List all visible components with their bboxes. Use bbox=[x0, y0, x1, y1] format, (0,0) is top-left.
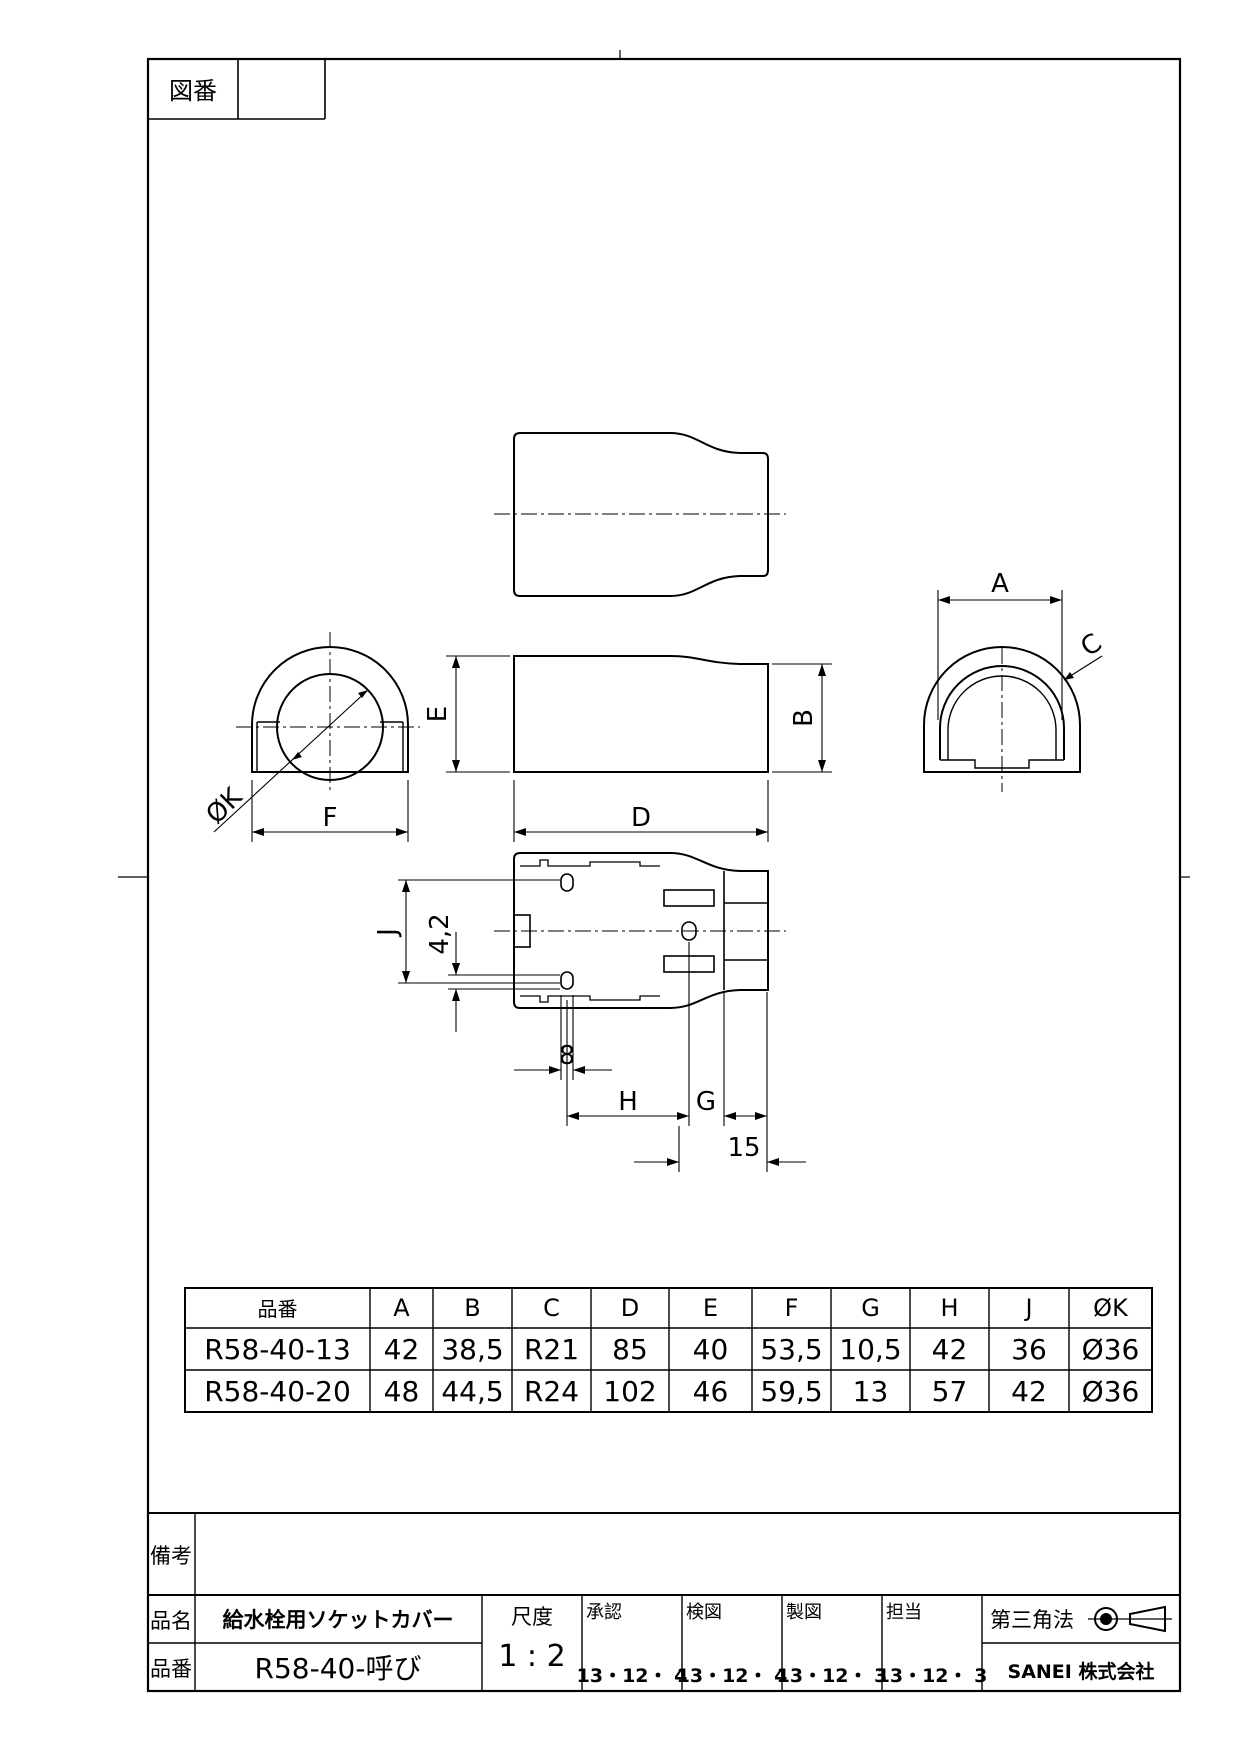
table-cell: 36 bbox=[1011, 1333, 1047, 1366]
front-view bbox=[513, 655, 769, 773]
table-cell: R58-40-20 bbox=[204, 1375, 351, 1408]
dim-label-A: A bbox=[991, 569, 1009, 599]
table-cell: Ø36 bbox=[1082, 1333, 1140, 1366]
centering-marks bbox=[118, 50, 1190, 878]
table-header-cell: J bbox=[1023, 1294, 1032, 1322]
draft-date: 13・12・ 3 bbox=[777, 1665, 888, 1687]
dim-label-B: B bbox=[789, 709, 819, 727]
check-date: 13・12・ 4 bbox=[677, 1665, 788, 1687]
product-number: R58-40-呼び bbox=[255, 1652, 422, 1685]
dim-label-G: G bbox=[696, 1087, 716, 1117]
table-cell: 42 bbox=[1011, 1375, 1047, 1408]
table-cell: R21 bbox=[524, 1333, 579, 1366]
table-header-cell: B bbox=[464, 1294, 480, 1322]
table-cell: 42 bbox=[932, 1333, 968, 1366]
table-header-cell: H bbox=[940, 1294, 958, 1322]
scale-label: 尺度 bbox=[511, 1605, 553, 1629]
top-view bbox=[494, 432, 786, 597]
table-header-cell: D bbox=[621, 1294, 639, 1322]
draft-label: 製図 bbox=[786, 1602, 822, 1623]
right-side-view bbox=[923, 646, 1081, 792]
remarks-label: 備考 bbox=[150, 1544, 192, 1568]
table-cell: Ø36 bbox=[1082, 1375, 1140, 1408]
table-cell: 42 bbox=[384, 1333, 420, 1366]
table-cell: 85 bbox=[612, 1333, 648, 1366]
approval-date: 13・12・ 4 bbox=[577, 1665, 688, 1687]
table-cell: 38,5 bbox=[441, 1333, 503, 1366]
product-name: 給水栓用ソケットカバー bbox=[223, 1608, 454, 1632]
table-cell: R58-40-13 bbox=[204, 1333, 351, 1366]
name-label: 品名 bbox=[150, 1609, 192, 1633]
left-side-view bbox=[236, 632, 420, 792]
table-header-cell: E bbox=[703, 1294, 718, 1322]
dimension-table: 品番 A B C D E F G H J ØK R58-40-13 42 38,5 R21 85 40 53,5 1… bbox=[184, 1287, 1153, 1413]
drawing-number-box: 図番 bbox=[148, 59, 326, 120]
approval-label: 承認 bbox=[586, 1602, 622, 1623]
table-header-cell: F bbox=[785, 1294, 799, 1322]
table-header-cell: 品番 bbox=[258, 1297, 298, 1321]
dim-label-8: 8 bbox=[559, 1041, 576, 1071]
dim-label-E: E bbox=[423, 706, 453, 722]
dim-label-J: J bbox=[373, 928, 403, 938]
table-cell: 46 bbox=[693, 1375, 729, 1408]
dim-label-C: C bbox=[1075, 628, 1107, 663]
table-cell: 57 bbox=[932, 1375, 968, 1408]
check-label: 検図 bbox=[686, 1602, 722, 1623]
table-header-cell: C bbox=[543, 1294, 560, 1322]
dim-label-4-2: 4,2 bbox=[425, 913, 455, 954]
scale-value: 1 : 2 bbox=[498, 1639, 565, 1674]
company-name: SANEI 株式会社 bbox=[1008, 1660, 1155, 1683]
table-header-cell: G bbox=[861, 1294, 880, 1322]
table-cell: 40 bbox=[693, 1333, 729, 1366]
table-cell: R24 bbox=[524, 1375, 579, 1408]
table-cell: 53,5 bbox=[760, 1333, 822, 1366]
dim-label-F: F bbox=[323, 803, 338, 833]
table-cell: 48 bbox=[384, 1375, 420, 1408]
table-cell: 59,5 bbox=[760, 1375, 822, 1408]
title-block bbox=[148, 1512, 1180, 1691]
dim-label-15: 15 bbox=[727, 1133, 760, 1163]
charge-date: 13・12・ 3 bbox=[877, 1665, 988, 1687]
charge-label: 担当 bbox=[886, 1602, 922, 1623]
bottom-view bbox=[494, 852, 786, 1009]
table-header-cell: A bbox=[393, 1294, 410, 1322]
third-angle-projection-icon bbox=[1088, 1605, 1172, 1633]
projection-label: 第三角法 bbox=[990, 1608, 1074, 1632]
drawing-border bbox=[146, 57, 1182, 1693]
table-cell: 10,5 bbox=[839, 1333, 901, 1366]
dimension-lines bbox=[213, 590, 1103, 1172]
table-cell: 102 bbox=[603, 1375, 656, 1408]
table-header-cell: ØK bbox=[1093, 1294, 1129, 1322]
title-block-text: 備考 品名 給水栓用ソケットカバー 品番 R58-40-呼び 尺度 1 : 2 … bbox=[150, 1544, 1154, 1687]
number-label: 品番 bbox=[150, 1657, 192, 1681]
table-cell: 44,5 bbox=[441, 1375, 503, 1408]
table-cell: 13 bbox=[853, 1375, 889, 1408]
dim-label-H: H bbox=[618, 1087, 638, 1117]
dim-label-K: ØK bbox=[200, 782, 248, 830]
drawing-number-label: 図番 bbox=[169, 77, 217, 105]
dim-label-D: D bbox=[631, 803, 651, 833]
